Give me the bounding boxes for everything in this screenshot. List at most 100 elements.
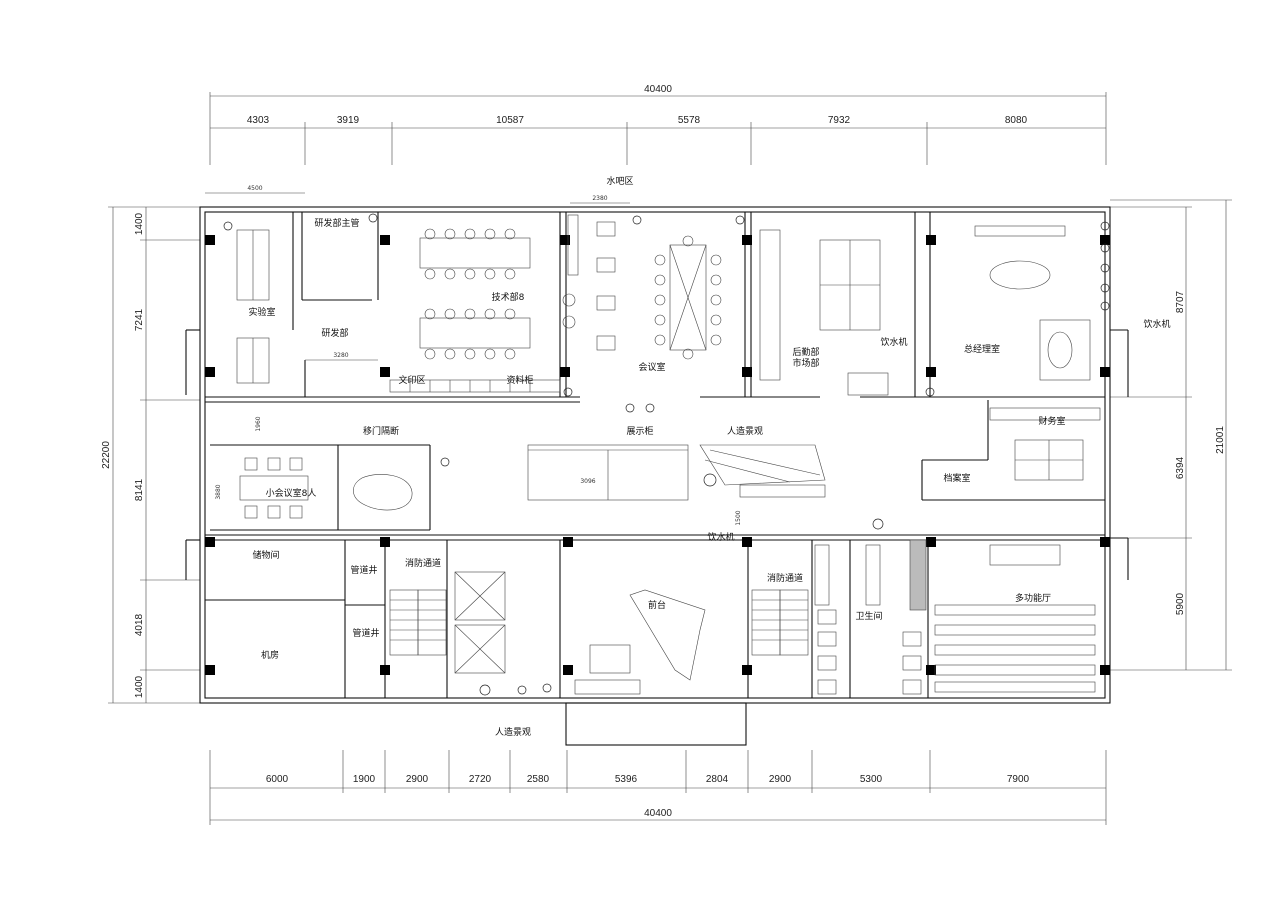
plant-icon xyxy=(632,215,642,225)
plant-icons xyxy=(223,213,1110,696)
room-logistics: 后勤部 xyxy=(792,346,819,358)
display-cabinet xyxy=(527,444,689,501)
bottom-dimension-chain: 6000 1900 2900 2720 2580 5396 2804 2900 … xyxy=(209,750,1107,825)
room-water-dispenser-3: 饮水机 xyxy=(707,531,734,543)
multi-hall-seating xyxy=(934,544,1096,693)
room-water-bar: 水吧区 xyxy=(606,175,633,187)
left-dim-4: 4018 xyxy=(134,613,145,636)
tech-dept-desks xyxy=(419,228,531,360)
bottom-total-dimension: 40400 xyxy=(644,808,672,819)
stairs-left xyxy=(389,589,447,656)
bottom-dim-7: 2804 xyxy=(706,774,729,785)
left-dim-3: 8141 xyxy=(134,478,145,501)
left-total-dimension: 22200 xyxy=(101,441,112,469)
restroom-fixtures xyxy=(814,539,927,695)
plant-icon xyxy=(625,403,635,413)
room-shaft-2: 管道井 xyxy=(352,627,379,639)
inner-dim-3280: 3280 xyxy=(333,352,348,359)
plant-icon xyxy=(645,403,655,413)
plant-icon xyxy=(1100,221,1110,231)
bottom-dim-3: 2900 xyxy=(406,774,429,785)
room-multi-hall: 多功能厅 xyxy=(1015,592,1051,604)
plant-icon xyxy=(223,221,233,231)
top-dim-3: 10587 xyxy=(496,115,524,126)
gm-office-furniture xyxy=(974,225,1091,381)
inner-dim-1500: 1500 xyxy=(735,510,742,525)
small-meeting-table xyxy=(239,457,413,519)
elevators xyxy=(454,571,506,674)
lab-benches xyxy=(236,229,270,384)
plant-icon xyxy=(1100,243,1110,253)
room-water-dispenser-1: 饮水机 xyxy=(880,336,907,348)
bottom-dim-8: 2900 xyxy=(769,774,792,785)
room-landscape-2: 人造景观 xyxy=(495,726,531,738)
plant-icon xyxy=(440,457,450,467)
bottom-dim-2: 1900 xyxy=(353,774,376,785)
finance-desks xyxy=(989,407,1101,481)
meeting-table xyxy=(654,235,722,360)
plant-icon xyxy=(1100,263,1110,273)
plant-icon xyxy=(479,684,491,696)
top-dim-2: 3919 xyxy=(337,115,360,126)
plant-icon xyxy=(735,215,745,225)
top-total-dimension: 40400 xyxy=(644,84,672,95)
room-rd-dept: 研发部 xyxy=(321,327,348,339)
bottom-dim-4: 2720 xyxy=(469,774,492,785)
room-gm-office: 总经理室 xyxy=(964,343,1000,355)
outer-walls xyxy=(185,206,1129,746)
room-tech-dept: 技术部8 xyxy=(492,291,525,303)
room-water-dispenser-2: 饮水机 xyxy=(1143,318,1170,330)
left-dim-1: 1400 xyxy=(134,212,145,235)
room-fire-exit-2: 消防通道 xyxy=(767,572,803,584)
plant-icon xyxy=(925,387,935,397)
right-dim-3: 5900 xyxy=(1175,592,1186,615)
plant-icon xyxy=(563,387,573,397)
logistics-workstations xyxy=(759,229,889,396)
water-bar-counter xyxy=(562,214,616,351)
room-storage: 储物间 xyxy=(252,549,279,561)
left-dim-2: 7241 xyxy=(134,308,145,331)
room-machine-room: 机房 xyxy=(261,649,279,661)
inner-dimensions: 4500 2380 3280 1960 3880 3096 1500 xyxy=(205,185,742,526)
room-display-cabinet: 展示柜 xyxy=(626,425,653,437)
room-finance: 财务室 xyxy=(1038,415,1065,427)
plant-icon xyxy=(703,473,717,487)
top-dim-4: 5578 xyxy=(678,115,701,126)
columns xyxy=(205,235,1110,675)
room-restroom: 卫生间 xyxy=(855,610,882,622)
right-dim-1: 8707 xyxy=(1175,290,1186,313)
room-small-meeting: 小会议室8人 xyxy=(266,487,317,499)
inner-dim-2380: 2380 xyxy=(592,195,607,202)
inner-dim-3096: 3096 xyxy=(580,478,595,485)
top-dim-6: 8080 xyxy=(1005,115,1028,126)
room-meeting: 会议室 xyxy=(638,361,665,373)
right-dimension-chain: 21001 8707 6394 5900 xyxy=(1110,199,1232,671)
plant-icon xyxy=(517,685,527,695)
room-landscape-1: 人造景观 xyxy=(727,425,763,437)
room-lab: 实验室 xyxy=(248,306,275,318)
room-print-area: 文印区 xyxy=(398,374,425,386)
room-reception: 前台 xyxy=(648,599,666,611)
room-marketing: 市场部 xyxy=(792,357,819,369)
bottom-dim-5: 2580 xyxy=(527,774,550,785)
inner-dim-1960: 1960 xyxy=(255,416,262,431)
room-labels: 实验室 研发部主管 研发部 技术部8 文印区 资料柜 水吧区 会议室 后勤部 市… xyxy=(248,175,1170,738)
plant-icon xyxy=(872,518,884,530)
right-dim-2: 6394 xyxy=(1175,456,1186,479)
reception-desk xyxy=(574,589,706,695)
plant-icon xyxy=(1100,283,1110,293)
room-sliding-door: 移门隔断 xyxy=(363,425,399,437)
file-cabinet-row xyxy=(389,379,561,393)
bottom-dim-1: 6000 xyxy=(266,774,289,785)
inner-dim-3880: 3880 xyxy=(215,484,222,499)
room-file-cabinet: 资料柜 xyxy=(506,374,533,386)
right-total-dimension: 21001 xyxy=(1215,426,1226,454)
left-dim-5: 1400 xyxy=(134,675,145,698)
bottom-dim-9: 5300 xyxy=(860,774,883,785)
top-dim-1: 4303 xyxy=(247,115,270,126)
room-rd-manager: 研发部主管 xyxy=(314,217,359,229)
stairs-right xyxy=(751,589,809,656)
room-shaft-1: 管道井 xyxy=(350,564,377,576)
top-dim-5: 7932 xyxy=(828,115,851,126)
